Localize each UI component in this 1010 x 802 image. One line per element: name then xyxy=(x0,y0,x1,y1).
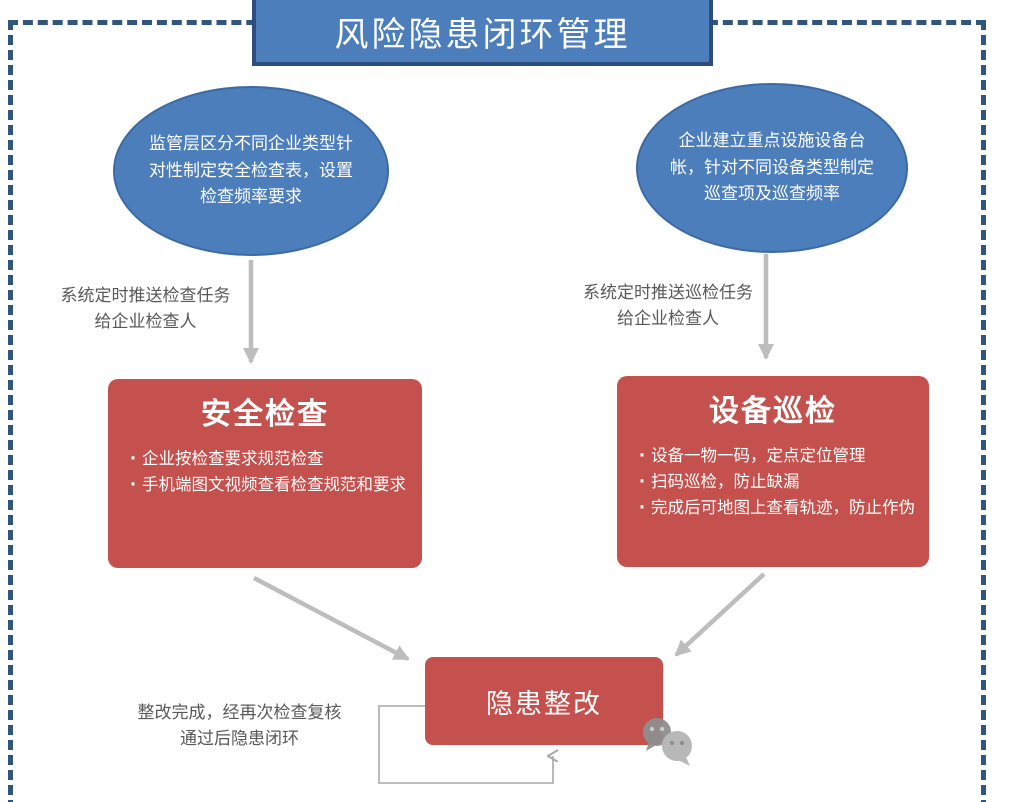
bullet-text: 扫码巡检，防止缺漏 xyxy=(651,471,800,491)
loop-label-line1: 整改完成，经再次检查复核 xyxy=(137,703,342,723)
wechat-icon xyxy=(643,718,692,766)
bullet-dot-icon xyxy=(124,473,142,497)
bullet-text: 手机端图文视频查看检查规范和要求 xyxy=(142,474,406,494)
list-item: 手机端图文视频查看检查规范和要求 xyxy=(124,473,410,497)
hazard-rectification-box: 隐患整改 xyxy=(425,657,663,745)
left-source-ellipse: 监管层区分不同企业类型针对性制定安全检查表，设置检查频率要求 xyxy=(113,86,389,256)
right-arrow-label-line1: 系统定时推送巡检任务 xyxy=(583,283,753,303)
equipment-patrol-title: 设备巡检 xyxy=(709,394,837,429)
safety-inspection-box: 安全检查 企业按检查要求规范检查 手机端图文视频查看检查规范和要求 xyxy=(108,379,422,568)
right-source-ellipse: 企业建立重点设施设备台帐，针对不同设备类型制定巡查项及巡查频率 xyxy=(636,83,908,253)
list-item: 扫码巡检，防止缺漏 xyxy=(633,470,917,494)
bullet-text: 企业按检查要求规范检查 xyxy=(142,449,324,468)
safety-inspection-title: 安全检查 xyxy=(201,397,329,432)
left-arrow-label: 系统定时推送检查任务 给企业检查人 xyxy=(28,284,263,335)
left-source-ellipse-text: 监管层区分不同企业类型针对性制定安全检查表，设置检查频率要求 xyxy=(149,134,353,208)
loop-label: 整改完成，经再次检查复核 通过后隐患闭环 xyxy=(92,701,387,752)
list-item: 企业按检查要求规范检查 xyxy=(124,447,410,471)
bullet-dot-icon xyxy=(633,470,651,494)
diagram-title-banner: 风险隐患闭环管理 xyxy=(252,0,713,66)
bullet-text: 完成后可地图上查看轨迹，防止作伪 xyxy=(651,497,915,517)
loop-label-line2: 通过后隐患闭环 xyxy=(180,728,299,749)
bullet-dot-icon xyxy=(633,444,651,468)
equipment-patrol-box: 设备巡检 设备一物一码，定点定位管理 扫码巡检，防止缺漏 完成后可地图上查看轨迹… xyxy=(617,376,929,567)
bullet-text: 设备一物一码，定点定位管理 xyxy=(651,446,866,465)
safety-inspection-bullets: 企业按检查要求规范检查 手机端图文视频查看检查规范和要求 xyxy=(124,447,410,497)
diagram-title: 风险隐患闭环管理 xyxy=(334,14,631,55)
equipment-patrol-bullets: 设备一物一码，定点定位管理 扫码巡检，防止缺漏 完成后可地图上查看轨迹，防止作伪 xyxy=(633,444,917,520)
left-arrow-label-line2: 给企业检查人 xyxy=(94,311,197,332)
left-arrow-label-line1: 系统定时推送检查任务 xyxy=(60,286,231,306)
right-arrow-label: 系统定时推送巡检任务 给企业检查人 xyxy=(548,281,788,332)
right-source-ellipse-text: 企业建立重点设施设备台帐，针对不同设备类型制定巡查项及巡查频率 xyxy=(670,131,874,205)
list-item: 完成后可地图上查看轨迹，防止作伪 xyxy=(633,496,917,520)
bullet-dot-icon xyxy=(633,496,651,520)
bullet-dot-icon xyxy=(124,447,142,471)
hazard-rectification-title: 隐患整改 xyxy=(486,688,602,720)
list-item: 设备一物一码，定点定位管理 xyxy=(633,444,917,468)
right-arrow-label-line2: 给企业检查人 xyxy=(617,308,719,329)
